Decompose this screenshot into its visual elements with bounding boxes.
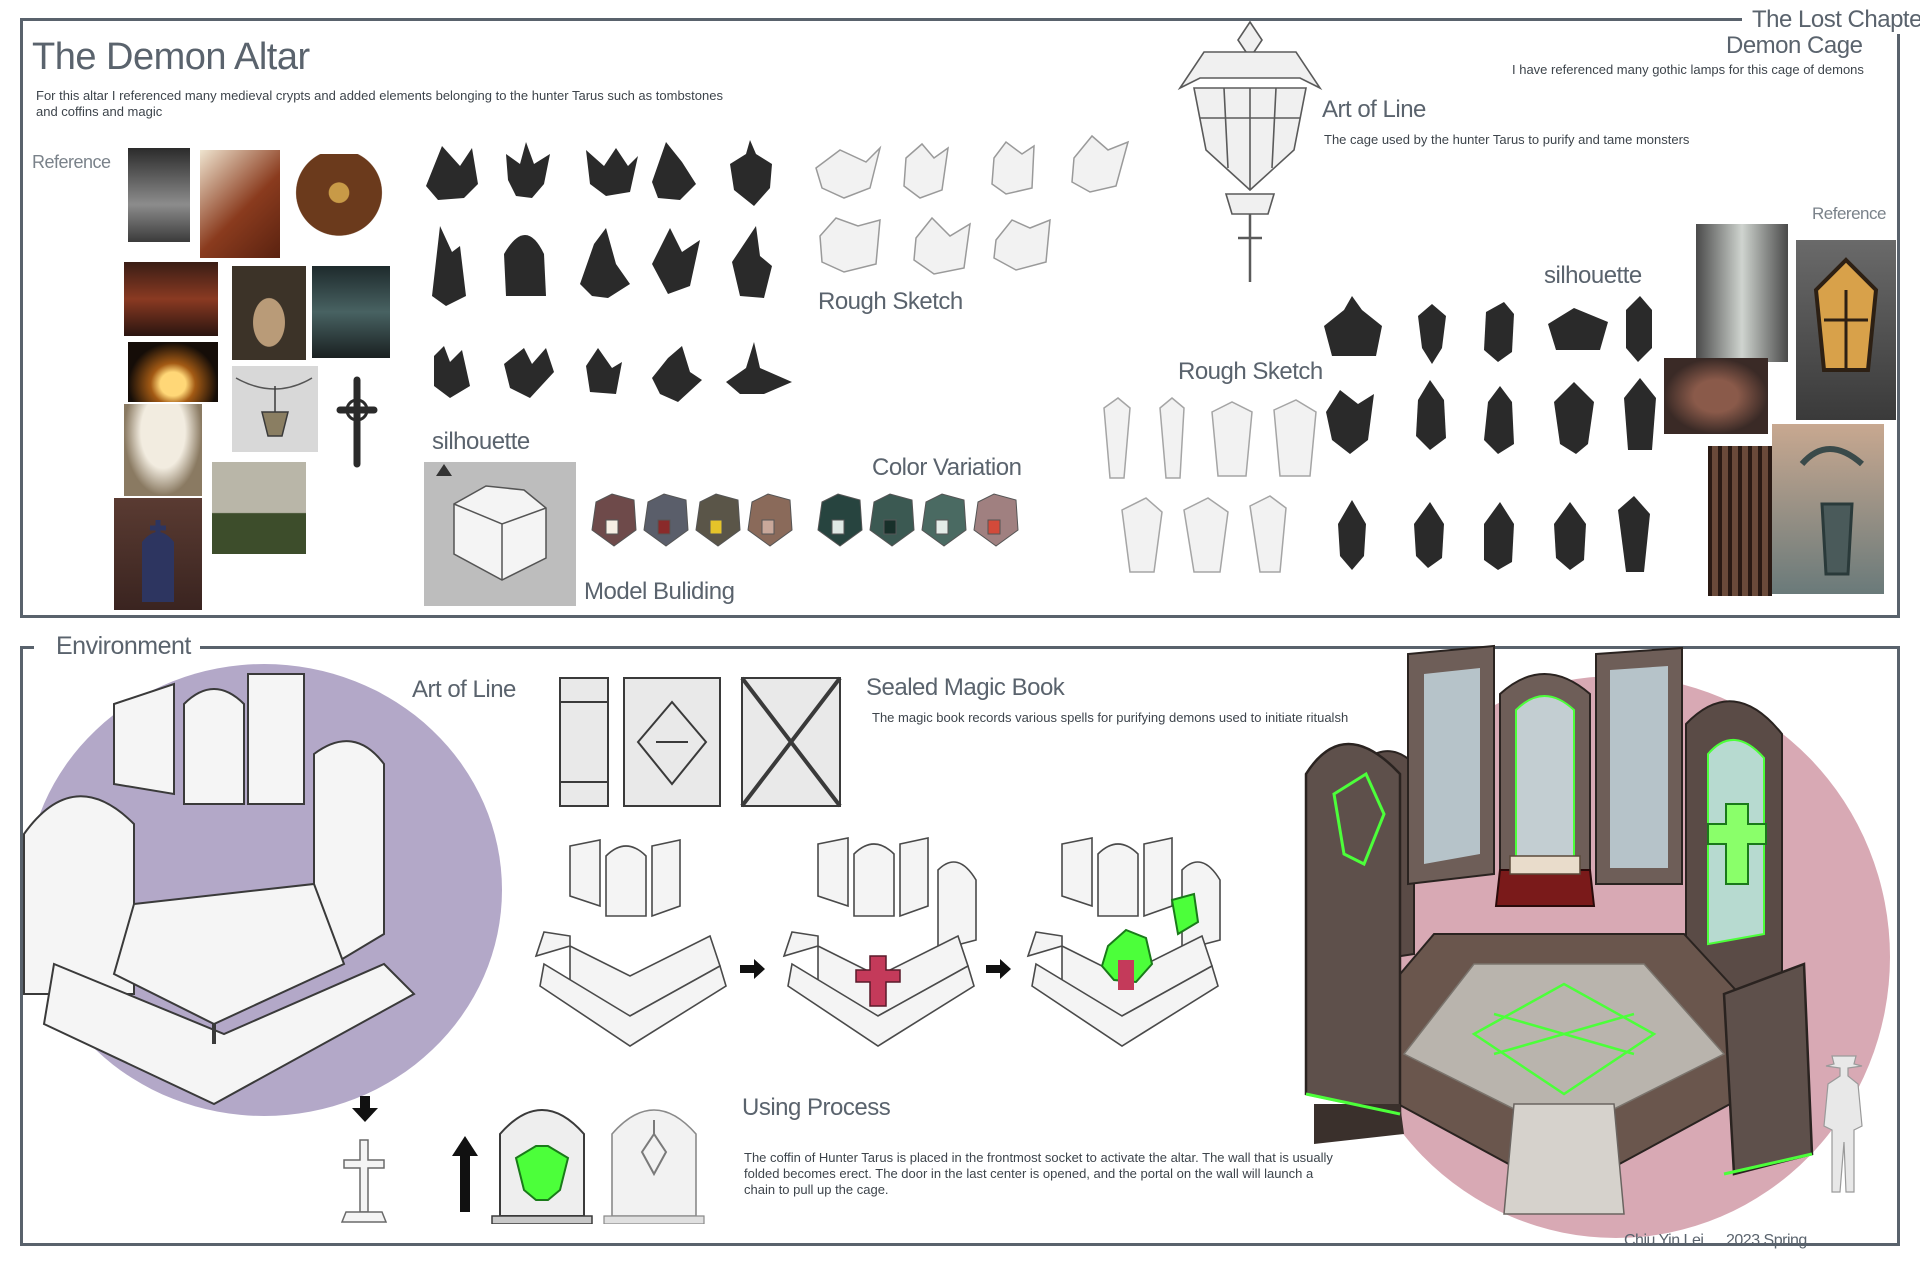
silhouette-altar-4 — [652, 142, 696, 200]
silhouette-altar-7 — [504, 235, 546, 296]
tombstone-sketch — [603, 1109, 705, 1224]
altar-rough-sketches — [815, 134, 1130, 275]
altar-color-variations — [591, 493, 1019, 547]
reference-photo-old-book — [286, 154, 392, 240]
silhouette-altar-1 — [426, 146, 478, 200]
sealed-magic-book-description: The magic book records various spells fo… — [872, 710, 1349, 725]
human-scale-silhouette — [1823, 1055, 1863, 1193]
altar-color-variation-label: Color Variation — [872, 454, 1022, 481]
reference-photo-angel-statue — [128, 148, 190, 242]
reference-photo-ornate-cross — [334, 376, 380, 468]
reference-photo-bookshelf — [200, 150, 280, 258]
reference-photo-tombstone — [114, 498, 202, 610]
reference-photo-chapel-interior — [124, 404, 202, 496]
tombstone-glowing — [491, 1109, 593, 1224]
reference-photo-gothic-hall — [312, 266, 390, 358]
silhouette-altar-15 — [726, 342, 792, 394]
sealed-magic-book-title: Sealed Magic Book — [866, 674, 1065, 701]
cage-art-of-line-label: Art of Line — [1322, 96, 1426, 123]
cage-art-of-line-description: The cage used by the hunter Tarus to pur… — [1324, 132, 1690, 147]
cage-silhouette-label: silhouette — [1544, 262, 1642, 289]
cage-line-art — [1177, 20, 1323, 282]
cage-reference-photo-street-lamp — [1772, 424, 1884, 594]
altar-process-sketch-2 — [782, 837, 977, 1047]
altar-model-render — [424, 462, 576, 606]
reference-photo-crypt-door — [124, 262, 218, 336]
silhouette-altar-9 — [652, 228, 700, 294]
cage-title: Demon Cage — [1726, 32, 1863, 59]
arrow-right-icon — [986, 959, 1011, 979]
cage-reference-label: Reference — [1812, 204, 1886, 223]
environment-label: Environment — [56, 632, 191, 660]
cage-reference-photo-iron-cage — [1708, 446, 1772, 596]
silhouette-altar-8 — [580, 228, 630, 298]
environment-altar-color-render — [1304, 644, 1814, 1215]
page-title: The Demon Altar — [32, 36, 310, 78]
silhouette-altar-14 — [652, 346, 702, 402]
cage-rough-sketch-label: Rough Sketch — [1178, 358, 1323, 385]
altar-silhouette-label: silhouette — [432, 428, 530, 455]
silhouette-altar-5 — [730, 140, 772, 206]
silhouette-altar-6 — [432, 226, 466, 306]
altar-silhouette-grid — [426, 140, 792, 402]
using-process-title: Using Process — [742, 1094, 891, 1121]
chapter-title: The Lost Chapter — [1752, 6, 1920, 33]
altar-process-sketch-1 — [534, 839, 727, 1047]
reference-photo-celtic-cross — [212, 462, 306, 554]
cage-rough-sketches — [1103, 397, 1317, 573]
silhouette-altar-10 — [732, 226, 772, 298]
reference-photo-hanging-lamp — [232, 366, 318, 452]
credit-author: Chiu Yin Lei — [1624, 1232, 1704, 1249]
environment-altar-line-art — [23, 673, 416, 1106]
cage-silhouette-grid — [1324, 296, 1656, 572]
arrow-right-icon — [740, 959, 765, 979]
cage-description: I have referenced many gothic lamps for … — [1512, 62, 1864, 77]
silhouette-altar-12 — [504, 348, 554, 398]
reference-photo-candles — [128, 342, 218, 402]
arrow-up-icon — [452, 1136, 478, 1212]
silhouette-altar-2 — [506, 142, 550, 198]
altar-reference-label: Reference — [32, 152, 111, 172]
cage-reference-photo-creature — [1664, 358, 1768, 434]
using-process-description: The coffin of Hunter Tarus is placed in … — [744, 1150, 1333, 1197]
cross-sketch — [340, 1139, 388, 1223]
silhouette-altar-3 — [586, 148, 638, 196]
altar-description: For this altar I referenced many medieva… — [36, 88, 723, 119]
credit-date: 2023 Spring — [1726, 1232, 1807, 1249]
environment-panel — [20, 646, 1900, 1246]
silhouette-altar-13 — [586, 348, 622, 394]
altar-panel — [20, 18, 1900, 618]
environment-art-of-line-label: Art of Line — [412, 676, 516, 703]
reference-photo-stone-arch — [232, 266, 306, 360]
silhouette-altar-11 — [434, 346, 470, 398]
cage-reference-photo-wall-lantern — [1796, 240, 1896, 420]
sealed-magic-book-sketches — [559, 676, 842, 808]
altar-process-sketch-3 — [1026, 837, 1221, 1047]
altar-model-label: Model Buliding — [584, 578, 735, 605]
cage-reference-photo-lantern-tower — [1696, 224, 1788, 362]
arrow-down-icon — [352, 1096, 378, 1122]
altar-rough-sketch-label: Rough Sketch — [818, 288, 963, 315]
